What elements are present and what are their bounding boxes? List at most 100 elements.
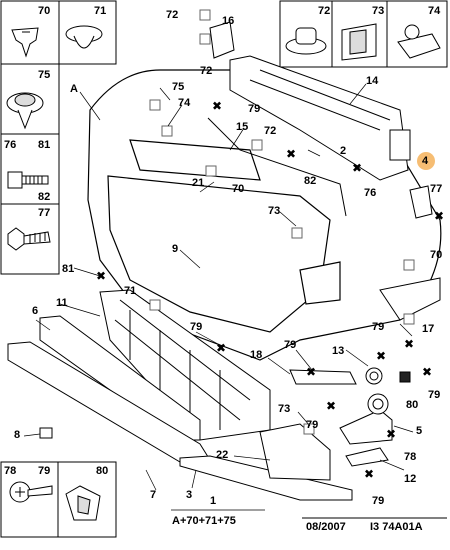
cross-marker: ✖ xyxy=(352,161,363,175)
part-label-13: 13 xyxy=(332,345,345,357)
screw-78-icon xyxy=(9,481,53,503)
lip-spoiler-3 xyxy=(179,455,353,501)
part-label-80: 80 xyxy=(406,399,419,411)
part-label-72: 72 xyxy=(200,65,213,77)
clip-80-icon xyxy=(65,485,101,521)
part-label-79: 79 xyxy=(372,321,385,333)
part-label-8: 8 xyxy=(14,429,21,441)
legend-label-75: 75 xyxy=(38,69,51,81)
legend-label-72: 72 xyxy=(318,5,331,17)
lower-deflector-22 xyxy=(259,423,331,481)
bottom-left-legend-table xyxy=(0,461,117,538)
cross-marker: ✖ xyxy=(376,349,387,363)
legend-label-80: 80 xyxy=(96,465,109,477)
part-label-18: 18 xyxy=(250,349,263,361)
date-code: 08/2007 xyxy=(306,521,346,533)
legend-label-79: 79 xyxy=(38,465,51,477)
part-label-79: 79 xyxy=(248,103,261,115)
part-label-6: 6 xyxy=(32,305,39,317)
part-label-75: 75 xyxy=(172,81,185,93)
part-label-A: A xyxy=(70,83,78,95)
part-label-79: 79 xyxy=(372,495,385,507)
part-label-9: 9 xyxy=(172,243,179,255)
part-label-79: 79 xyxy=(306,419,319,431)
legend-label-76: 76 xyxy=(4,139,17,151)
part-label-11: 11 xyxy=(56,297,68,309)
cross-marker: ✖ xyxy=(286,147,297,161)
clip-71-icon xyxy=(65,25,103,49)
screw-77-icon xyxy=(7,227,51,251)
part-label-5: 5 xyxy=(416,425,423,437)
part-label-79: 79 xyxy=(190,321,203,333)
part-label-78: 78 xyxy=(404,451,417,463)
part-label-79: 79 xyxy=(284,339,297,351)
part-label-79: 79 xyxy=(428,389,441,401)
reinforcement-beam-14 xyxy=(229,55,411,181)
legend-label-71: 71 xyxy=(94,5,107,17)
legend-label-73: 73 xyxy=(372,5,385,17)
part-label-12: 12 xyxy=(404,473,417,485)
bracket-16 xyxy=(209,21,235,59)
cross-marker: ✖ xyxy=(96,269,107,283)
part-label-82: 82 xyxy=(304,175,317,187)
side-bracket-17 xyxy=(379,277,441,321)
foglight-79 xyxy=(367,393,389,415)
part-label-70: 70 xyxy=(430,249,443,261)
part-label-7: 7 xyxy=(150,489,157,501)
part-label-77: 77 xyxy=(430,183,443,195)
part-label-4: 4 xyxy=(422,155,429,167)
part-label-74: 74 xyxy=(178,97,191,109)
part-label-70: 70 xyxy=(232,183,245,195)
clip-75-icon xyxy=(6,92,44,130)
cross-marker: ✖ xyxy=(422,365,433,379)
part-label-22: 22 xyxy=(216,449,229,461)
part-label-17: 17 xyxy=(422,323,435,335)
bracket-4 xyxy=(409,185,433,219)
cross-marker: ✖ xyxy=(386,427,397,441)
part-label-73: 73 xyxy=(278,403,291,415)
cross-marker: ✖ xyxy=(212,99,223,113)
part-label-72: 72 xyxy=(264,125,277,137)
part-label-15: 15 xyxy=(236,121,249,133)
assembly-formula: A+70+71+75 xyxy=(172,515,236,527)
part-label-73: 73 xyxy=(268,205,281,217)
cross-marker: ✖ xyxy=(326,399,337,413)
cross-marker: ✖ xyxy=(404,337,415,351)
top-right-legend-table xyxy=(279,0,448,68)
part-label-71: 71 xyxy=(124,285,137,297)
legend-label-74: 74 xyxy=(428,5,441,17)
bracket-8 xyxy=(39,427,53,439)
part-label-21: 21 xyxy=(192,177,205,189)
foglamp-trim-5 xyxy=(339,409,393,445)
ring-13 xyxy=(365,367,383,385)
legend-label-70: 70 xyxy=(38,5,51,17)
cross-marker: ✖ xyxy=(434,209,445,223)
clip-80-part xyxy=(399,371,411,383)
part-label-14: 14 xyxy=(366,75,379,87)
side-trim-18 xyxy=(289,369,357,385)
legend-label-82: 82 xyxy=(38,191,51,203)
left-legend-table xyxy=(0,0,117,275)
part-label-3: 3 xyxy=(186,489,193,501)
air-guide-15 xyxy=(207,117,347,217)
legend-label-77: 77 xyxy=(38,207,51,219)
part-label-16: 16 xyxy=(222,15,235,27)
screw-76-icon xyxy=(7,171,49,189)
part-label-1: 1 xyxy=(210,495,217,507)
leader-lines xyxy=(23,83,414,511)
label-boxes xyxy=(149,9,415,435)
trim-12 xyxy=(345,447,389,467)
legend-label-81: 81 xyxy=(38,139,51,151)
cross-marker: ✖ xyxy=(216,341,227,355)
cross-marker: ✖ xyxy=(364,467,375,481)
part-label-72: 72 xyxy=(166,9,179,21)
clip-72-icon xyxy=(285,27,327,55)
cross-marker: ✖ xyxy=(306,365,317,379)
clip-74-icon xyxy=(397,24,441,59)
reference-code: I3 74A01A xyxy=(370,521,423,533)
callout-highlight-4 xyxy=(417,152,435,170)
part-label-76: 76 xyxy=(364,187,377,199)
clip-70-icon xyxy=(11,27,39,58)
part-label-81: 81 xyxy=(62,263,75,275)
